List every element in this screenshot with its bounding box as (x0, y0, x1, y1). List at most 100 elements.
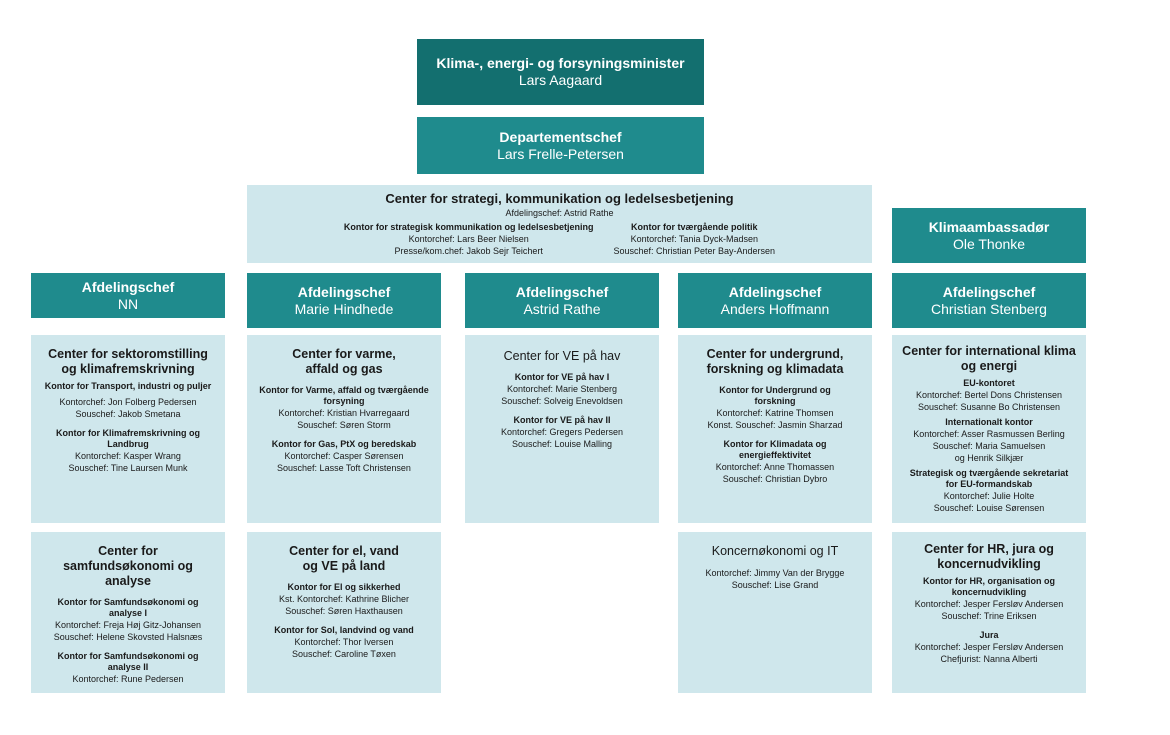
office-title: Kontor for El og sikkerhed (287, 582, 401, 592)
center-sektoromstilling: Center for sektoromstilling og klimafrem… (31, 335, 225, 523)
department-name: Christian Stenberg (931, 300, 1047, 317)
center-samfundsokonomi: Center for samfundsøkonomi og analyse Ko… (31, 532, 225, 693)
office-line: Souschef: Solveig Enevoldsen (501, 396, 623, 406)
department-name: Marie Hindhede (294, 300, 394, 317)
center-international: Center for international klima og energi… (892, 335, 1086, 523)
office-line: Souschef: Louise Sørensen (933, 503, 1045, 513)
office-title: Kontor for Klimadata og energieffektivit… (723, 439, 827, 460)
klimaambassador-box: Klimaambassadør Ole Thonke (892, 208, 1086, 263)
office-title: Kontor for Transport, industri og puljer (44, 381, 212, 391)
office-line: Kontorchef: Rune Pedersen (72, 674, 184, 684)
office-line: Kontorchef: Anne Thomassen (715, 462, 835, 472)
office-line: Kontorchef: Katrine Thomsen (716, 408, 834, 418)
office-line: Kontorchef: Thor Iversen (294, 637, 394, 647)
office-title: Strategisk og tværgående sekretariat for… (909, 468, 1069, 489)
office-line: Souschef: Louise Malling (511, 439, 613, 449)
office-line: Souschef: Trine Eriksen (941, 611, 1037, 621)
office-line: Kontorchef: Tania Dyck-Madsen (630, 234, 758, 244)
office-line: Konst. Souschef: Jasmin Sharzad (707, 420, 843, 430)
office-title: Kontor for Klimafremskrivning og Landbru… (55, 428, 200, 449)
office-line: Souschef: Tine Laursen Munk (68, 463, 188, 473)
office-line: Kontorchef: Marie Stenberg (506, 384, 618, 394)
department-name: NN (117, 295, 139, 312)
center-el-vand: Center for el, vand og VE på land Kontor… (247, 532, 441, 693)
center-title: Center for el, vand og VE på land (289, 544, 399, 573)
departementschef-box: Departementschef Lars Frelle-Petersen (417, 117, 704, 174)
office-title: Kontor for Sol, landvind og vand (274, 625, 414, 635)
office-line: Kontorchef: Jesper Fersløv Andersen (914, 599, 1064, 609)
office-line: Souschef: Lasse Toft Christensen (277, 463, 411, 473)
strategy-center-title: Center for strategi, kommunikation og le… (385, 191, 734, 206)
center-title: Koncernøkonomi og IT (711, 544, 839, 558)
department-header-hoffmann: Afdelingschef Anders Hoffmann (678, 273, 872, 328)
klimaambassador-name: Ole Thonke (952, 235, 1026, 252)
office-line: Souschef: Jakob Smetana (75, 409, 181, 419)
department-name: Astrid Rathe (523, 300, 601, 317)
department-header-stenberg: Afdelingschef Christian Stenberg (892, 273, 1086, 328)
center-varme: Center for varme, affald og gas Kontor f… (247, 335, 441, 523)
department-title: Afdelingschef (942, 283, 1036, 300)
office-line: Kontorchef: Jon Folberg Pedersen (59, 397, 197, 407)
center-hr-jura: Center for HR, jura og koncernudvikling … (892, 532, 1086, 693)
office-line: Souschef: Lise Grand (731, 580, 819, 590)
office-line: Souschef: Caroline Tøxen (292, 649, 396, 659)
office-title: Kontor for VE på hav I (514, 372, 610, 382)
minister-box: Klima-, energi- og forsyningsminister La… (417, 39, 704, 105)
center-koncernokonomi: Koncernøkonomi og IT Kontorchef: Jimmy V… (678, 532, 872, 693)
department-name: Anders Hoffmann (720, 300, 830, 317)
office-line: Souschef: Søren Haxthausen (285, 606, 403, 616)
minister-title: Klima-, energi- og forsyningsminister (436, 55, 685, 71)
office-line: Souschef: Christian Dybro (722, 474, 828, 484)
office-line: Kontorchef: Casper Sørensen (284, 451, 404, 461)
strategy-office-policy: Kontor for tværgående politik Kontorchef… (613, 222, 775, 257)
office-line: Kontorchef: Asser Rasmussen Berling (913, 429, 1065, 439)
department-title: Afdelingschef (81, 278, 175, 295)
office-line: Kontorchef: Gregers Pedersen (500, 427, 624, 437)
office-line: Kontorchef: Lars Beer Nielsen (408, 234, 529, 244)
center-title: Center for varme, affald og gas (292, 347, 396, 376)
center-title: Center for undergrund, forskning og klim… (706, 347, 844, 376)
office-title: Kontor for tværgående politik (631, 222, 758, 232)
center-title: Center for VE på hav (503, 349, 621, 363)
office-title: Kontor for Samfundsøkonomi og analyse II (57, 651, 199, 672)
center-title: Center for international klima og energi (902, 344, 1076, 373)
center-title: Center for HR, jura og koncernudvikling (924, 542, 1054, 571)
department-title: Afdelingschef (515, 283, 609, 300)
office-title: Kontor for strategisk kommunikation og l… (343, 222, 594, 232)
office-line: Presse/kom.chef: Jakob Sejr Teichert (394, 246, 543, 256)
office-title: Internationalt kontor (945, 417, 1033, 427)
office-title: EU-kontoret (963, 378, 1015, 388)
department-header-rathe: Afdelingschef Astrid Rathe (465, 273, 659, 328)
office-line: Chefjurist: Nanna Alberti (940, 654, 1038, 664)
departementschef-title: Departementschef (499, 128, 622, 145)
center-title: Center for sektoromstilling og klimafrem… (48, 347, 208, 376)
office-title: Kontor for Undergrund og forskning (719, 385, 831, 406)
office-line: Kontorchef: Julie Holte (943, 491, 1035, 501)
office-line: Kontorchef: Bertel Dons Christensen (915, 390, 1063, 400)
center-undergrund: Center for undergrund, forskning og klim… (678, 335, 872, 523)
center-ve-paa-hav: Center for VE på hav Kontor for VE på ha… (465, 335, 659, 523)
office-line: Souschef: Christian Peter Bay-Andersen (613, 246, 776, 256)
department-title: Afdelingschef (728, 283, 822, 300)
strategy-center-box: Center for strategi, kommunikation og le… (247, 185, 872, 263)
office-line: Souschef: Maria Samuelsen (932, 441, 1046, 451)
office-title: Kontor for Gas, PtX og beredskab (271, 439, 417, 449)
office-line: Kontorchef: Freja Høj Gitz-Johansen (54, 620, 202, 630)
office-line: Kontorchef: Kristian Hvarregaard (278, 408, 410, 418)
office-line: Souschef: Søren Storm (297, 420, 391, 430)
departementschef-name: Lars Frelle-Petersen (497, 145, 624, 162)
strategy-center-head: Afdelingschef: Astrid Rathe (505, 208, 614, 218)
office-title: Kontor for HR, organisation og koncernud… (923, 576, 1055, 597)
minister-name: Lars Aagaard (518, 72, 603, 88)
office-line: Kontorchef: Jesper Fersløv Andersen (914, 642, 1064, 652)
office-line: Souschef: Helene Skovsted Halsnæs (53, 632, 203, 642)
office-line: Kontorchef: Jimmy Van der Brygge (705, 568, 845, 578)
center-title: Center for samfundsøkonomi og analyse (63, 544, 193, 588)
office-title: Kontor for Varme, affald og tværgående f… (259, 385, 429, 406)
office-line: og Henrik Silkjær (954, 453, 1024, 463)
office-line: Kontorchef: Kasper Wrang (75, 451, 181, 461)
department-header-nn: Afdelingschef NN (31, 273, 225, 318)
klimaambassador-title: Klimaambassadør (928, 218, 1050, 235)
office-title: Kontor for VE på hav II (513, 415, 611, 425)
office-title: Kontor for Samfundsøkonomi og analyse I (57, 597, 199, 618)
